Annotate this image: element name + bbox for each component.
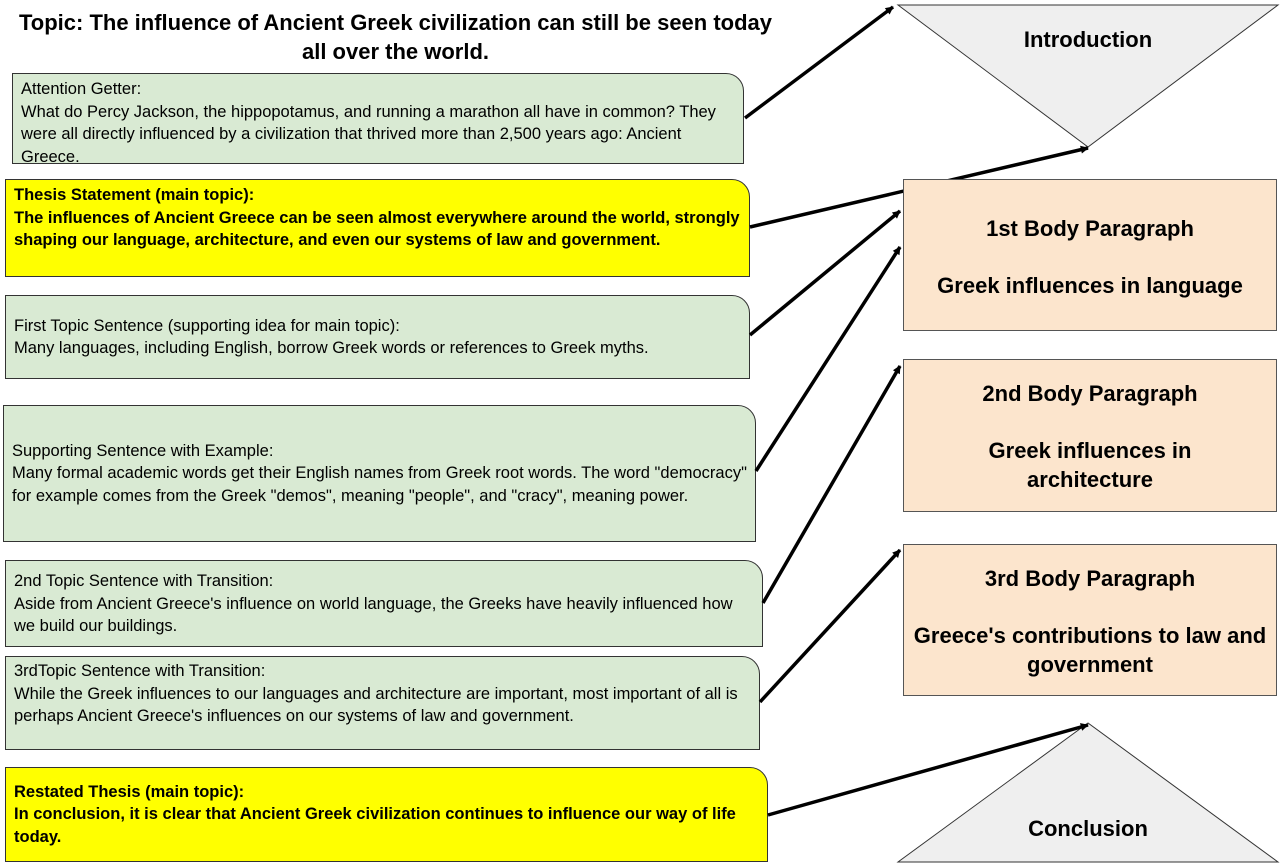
- thesis-statement-box: Thesis Statement (main topic): The influ…: [5, 179, 750, 277]
- body-paragraph-2-subtitle: Greek influences in architecture: [988, 438, 1192, 492]
- thesis-statement-label: Thesis Statement (main topic):: [14, 186, 255, 204]
- third-topic-sentence-label: 3rdTopic Sentence with Transition:: [14, 662, 266, 680]
- body-paragraph-2-box: 2nd Body Paragraph Greek influences in a…: [903, 359, 1277, 512]
- attention-getter-box: Attention Getter: What do Percy Jackson,…: [12, 73, 744, 166]
- body-paragraph-3-title: 3rd Body Paragraph: [984, 566, 1196, 591]
- body-paragraph-1-box: 1st Body Paragraph Greek influences in l…: [903, 179, 1277, 331]
- arrow-attention-to-introduction: [743, 5, 895, 120]
- arrow-support-to-body1: [754, 246, 902, 472]
- arrow-topic1-to-body1: [748, 209, 902, 337]
- second-topic-sentence-box: 2nd Topic Sentence with Transition: Asid…: [5, 560, 763, 647]
- supporting-sentence-box: Supporting Sentence with Example: Many f…: [3, 405, 756, 542]
- arrow-topic3-to-body3: [758, 548, 902, 704]
- body-paragraph-3-subtitle: Greece's contributions to law and govern…: [913, 623, 1267, 677]
- arrow-restated-to-conclusion: [767, 723, 1089, 817]
- restated-thesis-text: In conclusion, it is clear that Ancient …: [14, 805, 736, 846]
- body-paragraph-1-subtitle: Greek influences in language: [937, 273, 1243, 298]
- restated-thesis-box: Restated Thesis (main topic): In conclus…: [5, 767, 768, 862]
- supporting-sentence-label: Supporting Sentence with Example:: [12, 441, 274, 460]
- body-paragraph-3-box: 3rd Body Paragraph Greece's contribution…: [903, 544, 1277, 696]
- third-topic-sentence-box: 3rdTopic Sentence with Transition: While…: [5, 656, 760, 750]
- arrow-topic2-to-body2: [761, 365, 902, 604]
- conclusion-label: Conclusion: [1028, 816, 1148, 841]
- introduction-label: Introduction: [1023, 27, 1153, 52]
- attention-getter-text: What do Percy Jackson, the hippopotamus,…: [21, 102, 716, 166]
- restated-thesis-label: Restated Thesis (main topic):: [14, 782, 245, 801]
- second-topic-sentence-label: 2nd Topic Sentence with Transition:: [14, 572, 274, 590]
- third-topic-sentence-text: While the Greek influences to our langua…: [14, 684, 738, 726]
- first-topic-sentence-box: First Topic Sentence (supporting idea fo…: [5, 295, 750, 379]
- body-paragraph-2-title: 2nd Body Paragraph: [982, 381, 1198, 406]
- thesis-statement-text: The influences of Ancient Greece can be …: [14, 208, 740, 250]
- attention-getter-label: Attention Getter:: [21, 80, 142, 98]
- second-topic-sentence-text: Aside from Ancient Greece's influence on…: [14, 594, 733, 636]
- conclusion-triangle: [896, 722, 1280, 863]
- introduction-triangle: [896, 4, 1280, 148]
- first-topic-sentence-label: First Topic Sentence (supporting idea fo…: [14, 316, 400, 335]
- supporting-sentence-text: Many formal academic words get their Eng…: [12, 464, 747, 505]
- diagram-title: Topic: The influence of Ancient Greek ci…: [18, 10, 773, 64]
- body-paragraph-1-title: 1st Body Paragraph: [986, 216, 1194, 241]
- first-topic-sentence-text: Many languages, including English, borro…: [14, 339, 649, 357]
